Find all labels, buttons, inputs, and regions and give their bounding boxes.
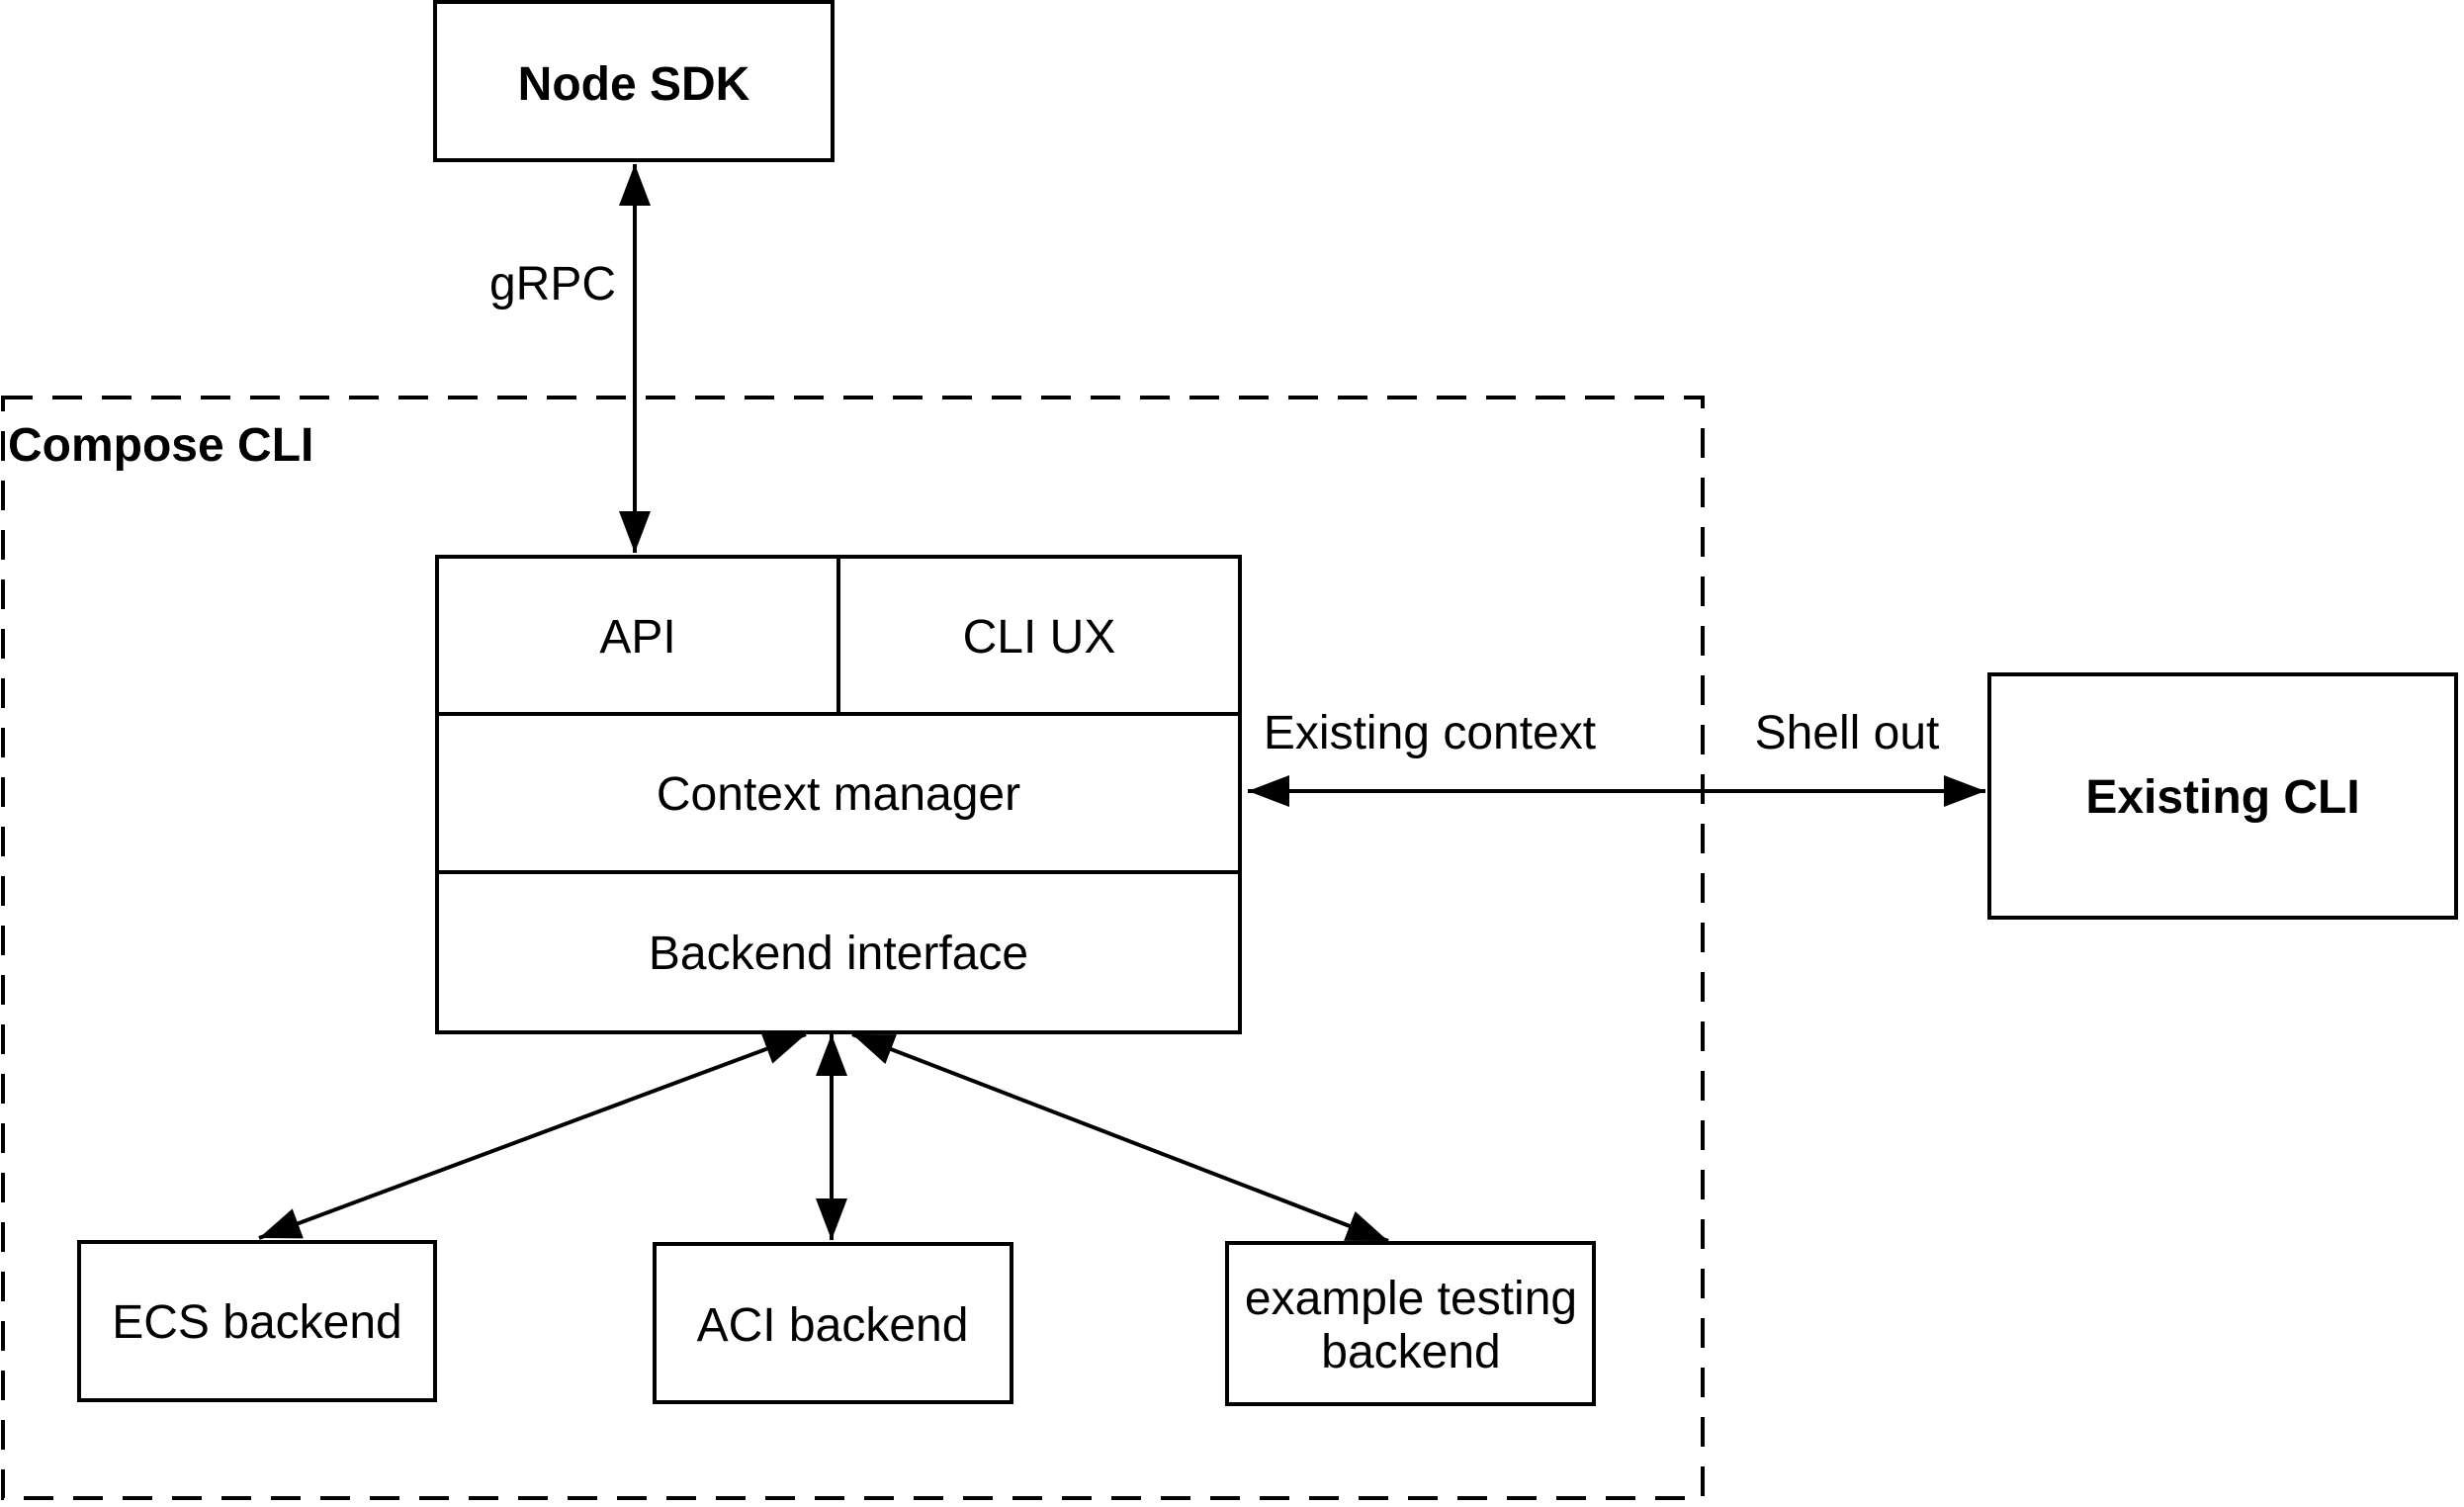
existing-context-edge-label: Existing context [1264,707,1596,759]
example-testing-backend-box [1225,1241,1596,1406]
context-manager-label: Context manager [657,768,1020,821]
shell-out-edge-label: Shell out [1755,707,1940,759]
backend-interface-label: Backend interface [649,928,1028,980]
node-sdk-box [433,0,835,162]
example-testing-backend-label-line2: backend [1321,1326,1500,1378]
aci-backend-box [653,1242,1013,1404]
backendinterface-example-edge [851,1032,1389,1243]
backendinterface-ecs-edge [258,1032,807,1240]
example-testing-backend-label-line1: example testing [1245,1273,1577,1325]
compose-cli-container [1,396,1705,1500]
existing-cli-box [1987,672,2458,920]
api-label: API [599,611,675,664]
ecs-backend-label: ECS backend [112,1296,402,1349]
grpc-edge-label: gRPC [489,258,616,310]
aci-backend-label: ACI backend [697,1299,969,1352]
node-sdk-label: Node SDK [518,58,750,111]
existing-cli-label: Existing CLI [2085,771,2359,824]
ecs-backend-box [77,1240,437,1402]
cli-ux-label: CLI UX [963,611,1116,664]
compose-cli-container-label: Compose CLI [8,419,313,472]
